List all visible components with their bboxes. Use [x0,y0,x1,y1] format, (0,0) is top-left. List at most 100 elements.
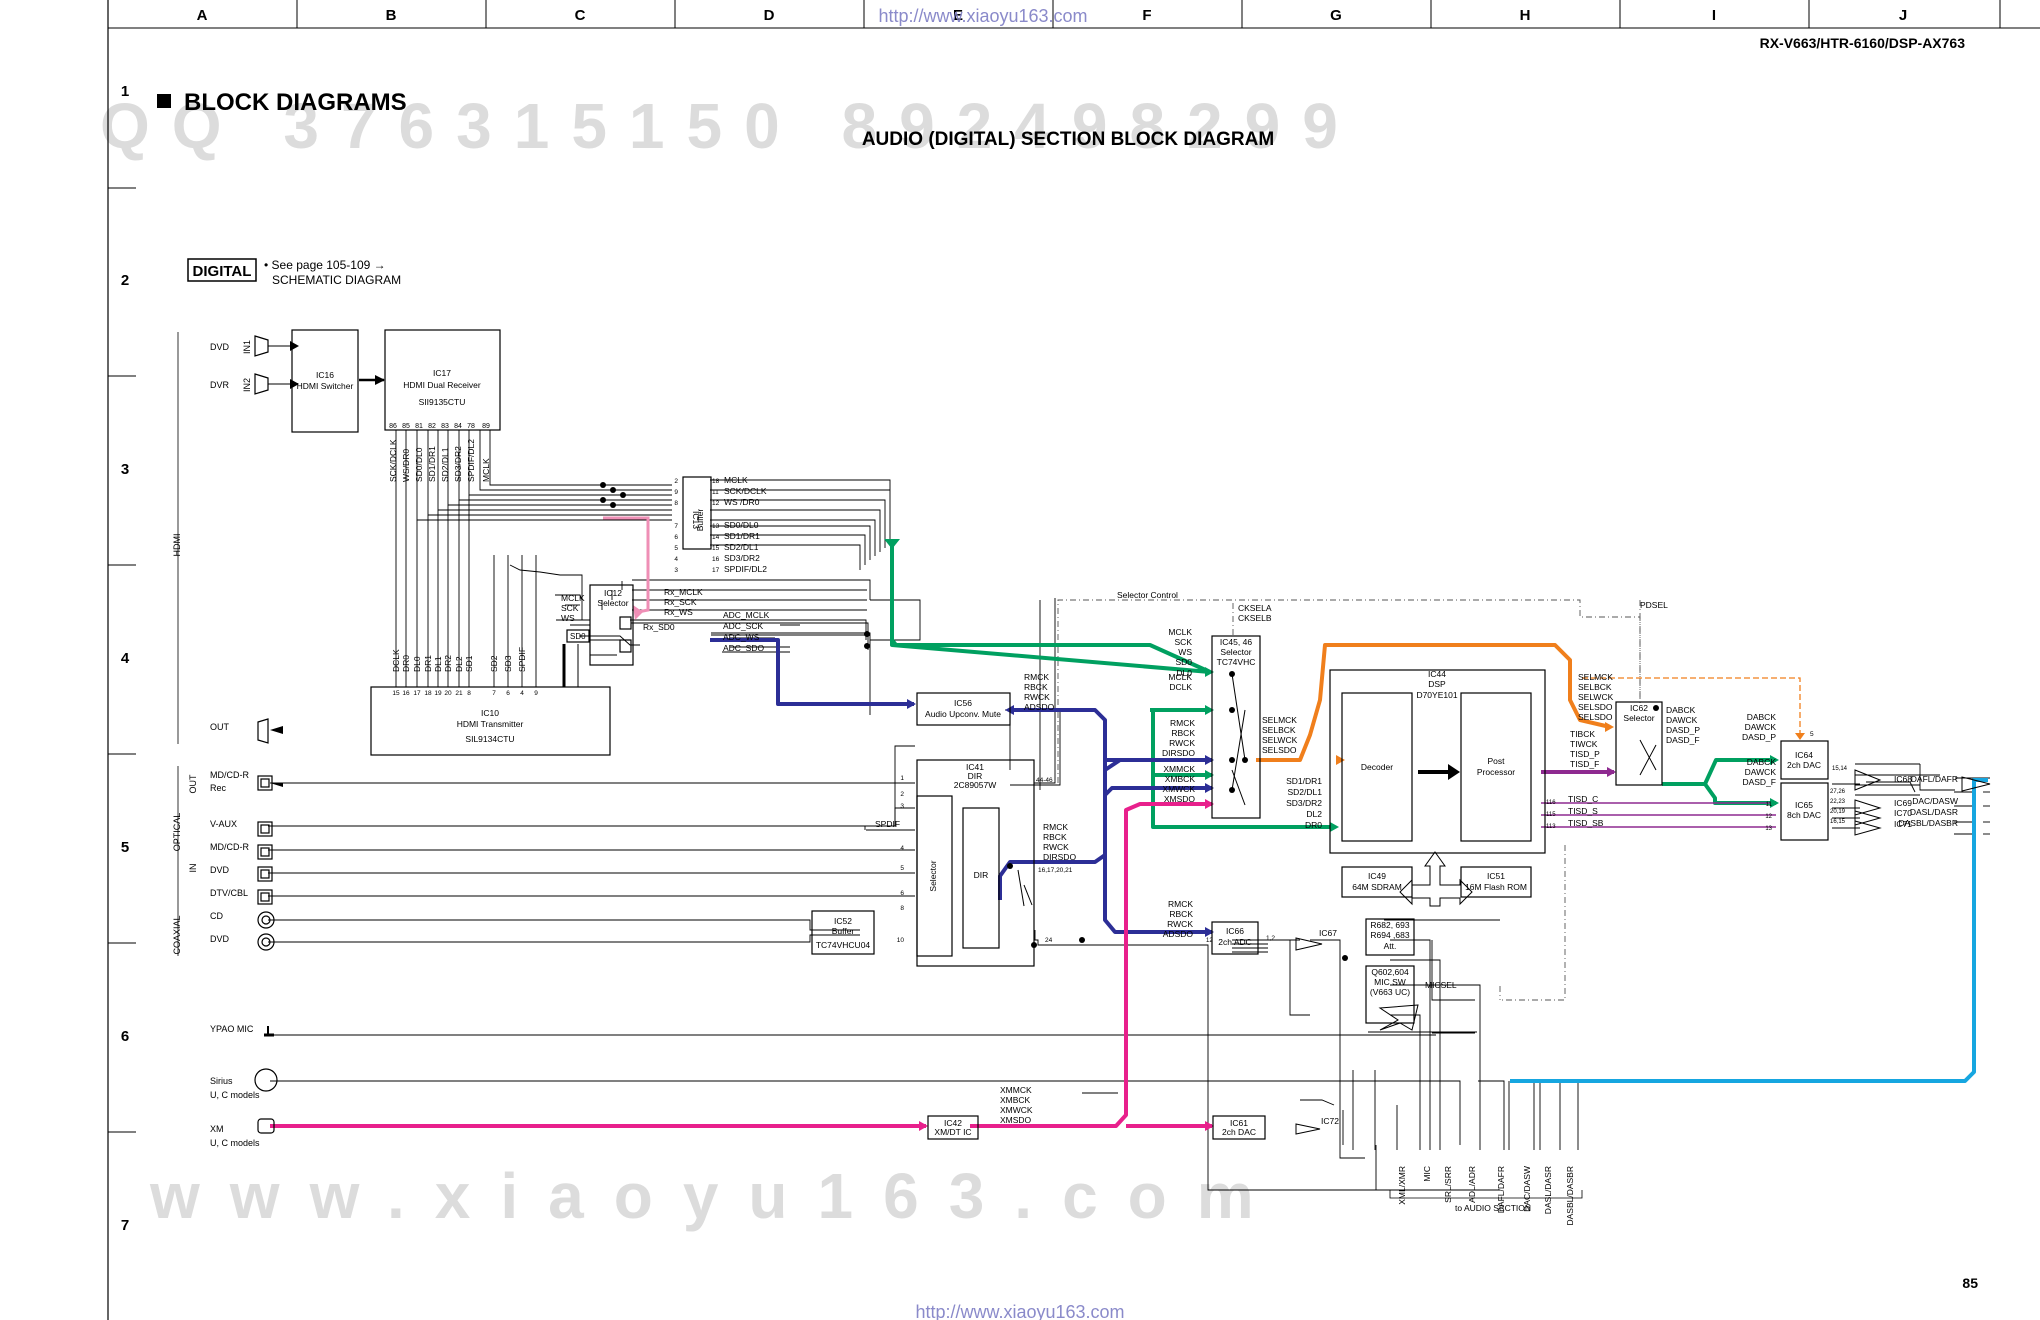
url-bottom[interactable]: http://www.xiaoyu163.com [915,1302,1124,1320]
signal-label: DABCK [1747,757,1777,767]
svg-text:MD/CD-R: MD/CD-R [210,842,249,852]
signal-label: SCK [561,603,579,613]
signal-label: 16 [712,556,720,563]
signal-label: RBCK [1043,832,1067,842]
svg-text:16M Flash ROM: 16M Flash ROM [1465,882,1527,892]
signal-label: 14 [712,534,720,541]
group-out: OUT [188,774,198,794]
svg-text:TC74VHCU04: TC74VHCU04 [816,940,871,950]
signal-label: MCLK [561,593,585,603]
signal-label: XMMCK [1000,1085,1032,1095]
svg-text:TC74VHC: TC74VHC [1217,657,1256,667]
optical-out-jack [257,775,273,791]
model-name: RX-V663/HTR-6160/DSP-AX763 [1760,35,1966,51]
signal-label: SELSDO [1578,712,1613,722]
signal-label: SD2/DL1 [440,447,450,482]
svg-text:IC65: IC65 [1795,800,1813,810]
signal-label: DAFL/DAFR [1496,1166,1506,1213]
micsw-box [1365,965,1415,1024]
signal-label: DASBL/DASBR [1898,818,1958,828]
svg-text:Q602,604: Q602,604 [1371,967,1409,977]
hdmi-out-jack [257,718,269,744]
signal-label: Rx_SCK [664,597,697,607]
signal-label: DABCK [1666,705,1696,715]
url-top[interactable]: http://www.xiaoyu163.com [878,6,1087,26]
signal-label: ADC_WS [723,632,760,642]
svg-text:XM/DT IC: XM/DT IC [934,1127,971,1137]
signal-label: SD3/DR2 [1286,798,1322,808]
ic4546-box [1211,635,1261,819]
signal-label: 6 [900,890,904,897]
blocks [291,329,1829,1140]
signal-label: DL2 [1306,809,1322,819]
signal-label: 4 [900,845,904,852]
signal-label: SD3/DR2 [453,446,463,482]
svg-text:Selector: Selector [928,860,938,891]
signal-label: DASL/DASR [1910,807,1958,817]
signal-label: 4 [520,690,524,697]
signal-label: ADSDO [1024,702,1055,712]
signal-label: SPDIF/DL2 [466,439,476,482]
signal-label: PDSEL [1640,600,1668,610]
svg-text:IC45, 46: IC45, 46 [1220,637,1252,647]
signal-label: 18 [712,478,720,485]
signal-label: DASBL/DASBR [1565,1166,1575,1226]
signal-label: Rx_MCLK [664,587,703,597]
signal-label: SD0/DL0 [414,447,424,482]
signal-label: 6 [506,690,510,697]
signal-label: SPDIF/DL2 [724,564,767,574]
signal-label: 11 [712,489,719,496]
ic61-box [1212,1115,1266,1140]
svg-text:Buffer: Buffer [695,509,705,532]
svg-text:Selector: Selector [597,598,628,608]
ic42-box [927,1115,979,1140]
svg-text:IC56: IC56 [954,698,972,708]
signal-label: DIRSDO [1043,852,1076,862]
ic41-selector [916,795,953,957]
ic62-box [1615,701,1663,786]
group-in: IN [188,864,198,873]
signal-label: SRL/SRR [1443,1166,1453,1203]
signal-label: XMBCK [1165,774,1196,784]
signal-label: 5 [900,865,904,872]
row-label: 3 [121,461,129,478]
svg-text:Post: Post [1487,756,1505,766]
coax-dvd-jack [257,933,275,951]
optical-mdcdr-jack [257,844,273,860]
group-coaxial: COAXIAL [172,915,182,954]
input-labels: DVD DVR IN1 IN2 OUT MD/CD-R Rec V-AUX MD… [210,340,260,1148]
column-label: D [764,7,775,24]
ic10-box [370,686,611,756]
signal-label: MCLK [1168,672,1192,682]
signal-label: ADC_MCLK [723,610,770,620]
signal-label: RBCK [1024,682,1048,692]
svg-text:IC64: IC64 [1795,750,1813,760]
svg-text:SII9135CTU: SII9135CTU [419,397,466,407]
signal-label: MCLK [481,458,491,482]
signal-label: 83 [441,423,449,430]
signal-label: DR2 [443,655,453,672]
junctions [600,482,1659,961]
ic64-box [1780,740,1829,780]
svg-text:DVD: DVD [210,865,230,875]
signal-label: XMSDO [1164,794,1196,804]
svg-text:8ch DAC: 8ch DAC [1787,810,1821,820]
signal-label: Selector Control [1117,590,1178,600]
svg-text:Rec: Rec [210,783,227,793]
signal-label: RBCK [1169,909,1193,919]
signal-label: DCLK [391,649,401,672]
signal-label: MIC [1422,1166,1432,1182]
signal-label: RWCK [1169,738,1195,748]
ic13-box [682,476,712,550]
signal-label: ADSDO [1163,929,1194,939]
svg-text:IC52: IC52 [834,916,852,926]
signal-label: RWCK [1024,692,1050,702]
signal-label: SD1/DR1 [1286,776,1322,786]
svg-text:IC17: IC17 [433,368,451,378]
signal-label: XMWCK [1000,1105,1033,1115]
signal-label: 15 [392,690,400,697]
signal-label: SD3 [503,655,513,672]
svg-text:2ch DAC: 2ch DAC [1222,1127,1256,1137]
signal-label: CKSELA [1238,603,1272,613]
signal-label: TIWCK [1570,739,1598,749]
